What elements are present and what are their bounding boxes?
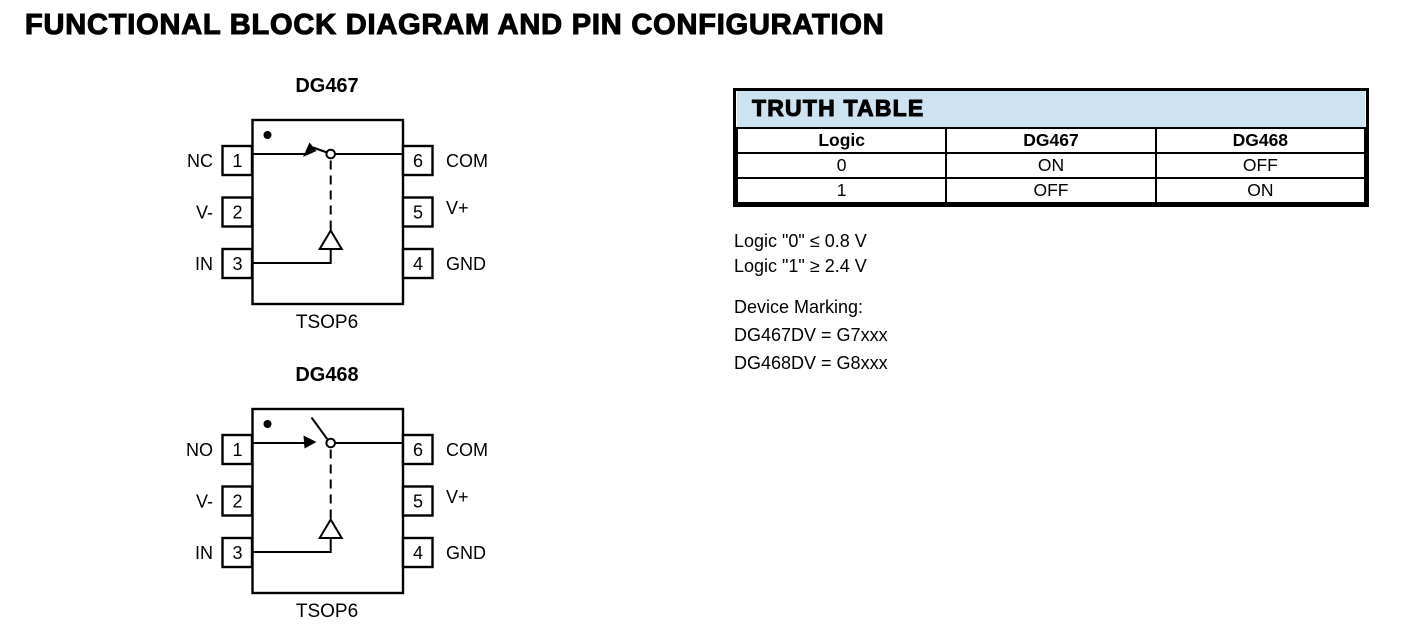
switch-lever bbox=[312, 146, 328, 154]
logic-level-notes: Logic "0" ≤ 0.8 V Logic "1" ≥ 2.4 V bbox=[734, 229, 867, 279]
pin-label-vminus: V- bbox=[196, 492, 213, 512]
chip-name-label: DG468 bbox=[295, 364, 358, 386]
page-title: FUNCTIONAL BLOCK DIAGRAM AND PIN CONFIGU… bbox=[24, 8, 885, 41]
cell-logic-0: 0 bbox=[735, 152, 948, 179]
cell-dg468-off: OFF bbox=[1154, 152, 1367, 179]
pin-box-2 bbox=[221, 196, 254, 228]
device-marking-notes: Device Marking: DG467DV = G7xxx DG468DV … bbox=[734, 293, 888, 377]
pin-box-4 bbox=[401, 247, 434, 280]
col-header-dg468: DG468 bbox=[1154, 127, 1367, 154]
pin1-marker-dot-icon bbox=[263, 131, 272, 139]
chip-name-label: DG467 bbox=[295, 75, 358, 97]
pin-label-com: COM bbox=[446, 151, 488, 171]
pin-number-5: 5 bbox=[413, 203, 423, 223]
pin-number-2: 2 bbox=[232, 203, 242, 223]
truth-table-grid: TRUTH TABLE Logic DG467 DG468 0 ON OFF 1… bbox=[735, 91, 1367, 204]
pin-label-vplus: V+ bbox=[446, 487, 469, 507]
package-label: TSOP6 bbox=[296, 601, 358, 622]
switch-lever bbox=[310, 416, 329, 441]
truth-table: TRUTH TABLE Logic DG467 DG468 0 ON OFF 1… bbox=[733, 88, 1369, 207]
truth-table-title-row: TRUTH TABLE bbox=[737, 91, 1365, 129]
input-wire bbox=[252, 538, 332, 553]
switch-symbol-closed bbox=[252, 142, 403, 264]
pin-box-5 bbox=[401, 485, 434, 517]
dg468-svg: DG468 1 2 3 NO V- IN bbox=[186, 364, 488, 622]
ic-body bbox=[251, 118, 405, 306]
device-marking-dg467: DG467DV = G7xxx bbox=[734, 325, 888, 345]
logic-low-note: Logic "0" ≤ 0.8 V bbox=[734, 231, 867, 251]
pin-label-nc: NC bbox=[187, 151, 213, 171]
pin-label-gnd: GND bbox=[446, 543, 486, 563]
col-header-logic: Logic bbox=[735, 127, 948, 154]
pin-number-4: 4 bbox=[413, 543, 423, 563]
truth-table-header-row: Logic DG467 DG468 bbox=[735, 127, 1367, 154]
switch-contact-circle bbox=[325, 437, 336, 449]
pin-number-1: 1 bbox=[232, 151, 242, 171]
dg468-pin-diagram: DG468 1 2 3 NO V- IN bbox=[175, 361, 505, 637]
table-row: 1 OFF ON bbox=[735, 177, 1367, 204]
pin-label-com: COM bbox=[446, 440, 488, 460]
dg467-svg: DG467 1 2 3 NC V- IN bbox=[187, 75, 488, 333]
pin-number-3: 3 bbox=[232, 254, 242, 274]
pin-number-2: 2 bbox=[232, 492, 242, 512]
pin-label-vplus: V+ bbox=[446, 198, 469, 218]
pin-box-1 bbox=[221, 144, 254, 177]
input-wire bbox=[252, 249, 332, 264]
cell-dg468-on: ON bbox=[1154, 177, 1367, 204]
pin-box-2 bbox=[221, 485, 254, 517]
pin-box-5 bbox=[401, 196, 434, 228]
pin-box-6 bbox=[401, 144, 434, 177]
switch-pole-arrow-icon bbox=[303, 435, 317, 449]
switch-contact-circle bbox=[325, 148, 336, 160]
truth-table-title: TRUTH TABLE bbox=[737, 91, 1365, 129]
pin-box-1 bbox=[221, 433, 254, 466]
package-label: TSOP6 bbox=[296, 312, 358, 333]
pin-label-in: IN bbox=[195, 254, 213, 274]
pin-label-in: IN bbox=[195, 543, 213, 563]
pin-number-3: 3 bbox=[232, 543, 242, 563]
pin-label-vminus: V- bbox=[196, 203, 213, 223]
pin-number-6: 6 bbox=[413, 151, 423, 171]
pin-label-gnd: GND bbox=[446, 254, 486, 274]
logic-high-note: Logic "1" ≥ 2.4 V bbox=[734, 256, 867, 276]
pin1-marker-dot-icon bbox=[263, 420, 272, 428]
pin-number-4: 4 bbox=[413, 254, 423, 274]
cell-dg467-on: ON bbox=[945, 152, 1157, 179]
ic-body bbox=[251, 407, 405, 595]
device-marking-dg468: DG468DV = G8xxx bbox=[734, 353, 888, 373]
switch-symbol-open bbox=[252, 416, 403, 553]
pin-label-no: NO bbox=[186, 440, 213, 460]
col-header-dg467: DG467 bbox=[945, 127, 1157, 154]
dg467-pin-diagram: DG467 1 2 3 NC V- IN bbox=[175, 72, 505, 348]
pin-box-6 bbox=[401, 433, 434, 466]
table-row: 0 ON OFF bbox=[735, 152, 1367, 179]
cell-logic-1: 1 bbox=[735, 177, 948, 204]
pin-box-3 bbox=[221, 247, 254, 280]
pin-number-5: 5 bbox=[413, 492, 423, 512]
pin-number-6: 6 bbox=[413, 440, 423, 460]
pin-number-1: 1 bbox=[232, 440, 242, 460]
cell-dg467-off: OFF bbox=[945, 177, 1157, 204]
device-marking-heading: Device Marking: bbox=[734, 297, 864, 317]
pin-box-4 bbox=[401, 536, 434, 569]
pin-box-3 bbox=[221, 536, 254, 569]
switch-pole-arrow-icon bbox=[303, 142, 317, 157]
